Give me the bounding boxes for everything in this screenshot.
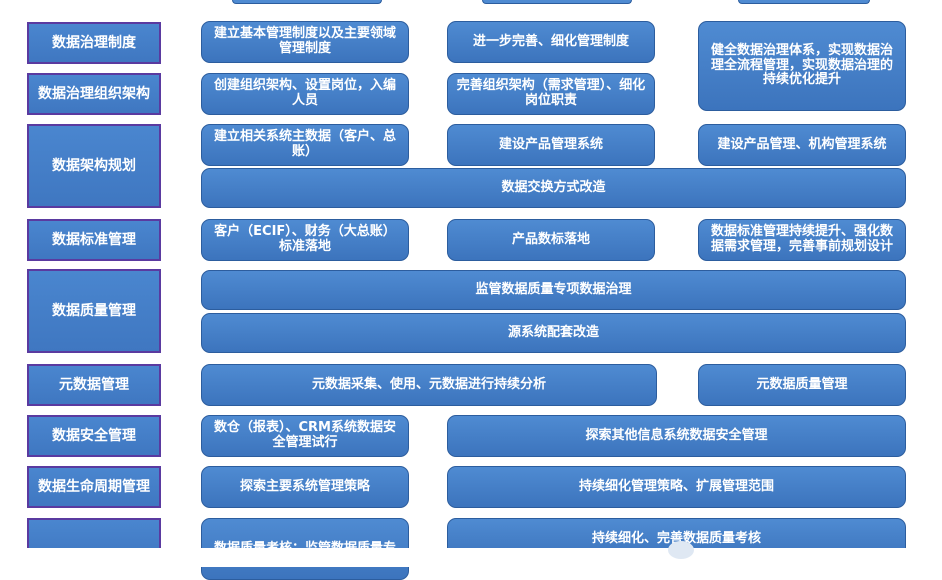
cell-arch-2: 建设产品管理系统	[447, 124, 655, 166]
label-lifecycle: 数据生命周期管理	[27, 466, 161, 508]
bottom-clip	[0, 548, 942, 567]
label-metadata: 元数据管理	[27, 364, 161, 406]
watermark-blur	[668, 541, 694, 559]
cell-policy-2: 进一步完善、细化管理制度	[447, 21, 655, 63]
cell-life-2: 持续细化管理策略、扩展管理范围	[447, 466, 906, 508]
label-governance-policy: 数据治理制度	[27, 22, 161, 64]
clipped-box-top-3	[738, 0, 870, 4]
cell-quality-span-2: 源系统配套改造	[201, 313, 906, 353]
cell-std-2: 产品数标落地	[447, 219, 655, 261]
cell-quality-span-1: 监管数据质量专项数据治理	[201, 270, 906, 310]
cell-arch-3: 建设产品管理、机构管理系统	[698, 124, 906, 166]
cell-meta-1: 元数据采集、使用、元数据进行持续分析	[201, 364, 657, 406]
label-security: 数据安全管理	[27, 415, 161, 457]
label-standards: 数据标准管理	[27, 219, 161, 261]
cell-org-2: 完善组织架构（需求管理）、细化岗位职责	[447, 73, 655, 115]
clipped-box-top-2	[482, 0, 632, 4]
label-governance-org: 数据治理组织架构	[27, 73, 161, 115]
cell-std-1: 客户（ECIF）、财务（大总账）标准落地	[201, 219, 409, 261]
cell-sec-1: 数仓（报表）、CRM系统数据安全管理试行	[201, 415, 409, 457]
cell-arch-1: 建立相关系统主数据（客户、总账）	[201, 124, 409, 166]
cell-policy-3: 健全数据治理体系，实现数据治理全流程管理，实现数据治理的持续优化提升	[698, 21, 906, 111]
cell-sec-2: 探索其他信息系统数据安全管理	[447, 415, 906, 457]
label-quality: 数据质量管理	[27, 269, 161, 353]
clipped-box-top-1	[232, 0, 382, 4]
cell-org-1: 创建组织架构、设置岗位，入编人员	[201, 73, 409, 115]
cell-life-1: 探索主要系统管理策略	[201, 466, 409, 508]
cell-meta-2: 元数据质量管理	[698, 364, 906, 406]
label-architecture: 数据架构规划	[27, 124, 161, 208]
cell-policy-1: 建立基本管理制度以及主要领域管理制度	[201, 21, 409, 63]
cell-arch-span: 数据交换方式改造	[201, 168, 906, 208]
cell-std-3: 数据标准管理持续提升、强化数据需求管理，完善事前规划设计	[698, 219, 906, 261]
